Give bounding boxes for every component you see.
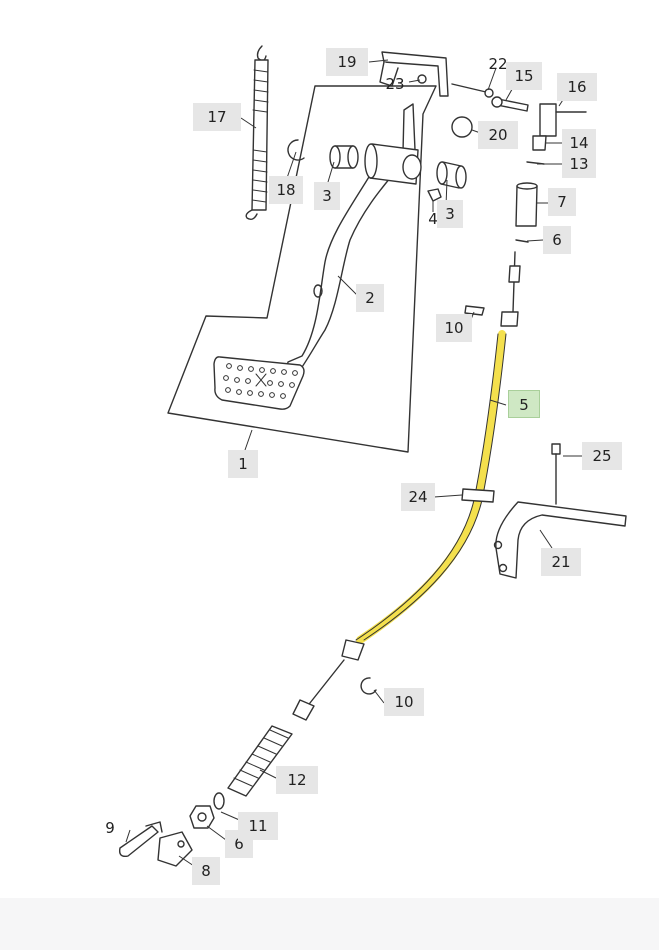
pedal-arm-hole bbox=[313, 284, 323, 298]
callout-14: 14 bbox=[562, 129, 596, 157]
clevis-16 bbox=[539, 103, 557, 137]
spring-17-hook-top bbox=[256, 45, 267, 62]
sleeve-7 bbox=[515, 185, 538, 227]
callout-8: 8 bbox=[192, 857, 220, 885]
callout-4: 4 bbox=[428, 210, 438, 228]
callout-6-upper: 6 bbox=[543, 226, 571, 254]
callout-12: 12 bbox=[276, 766, 318, 794]
callout-5: 5 bbox=[508, 390, 540, 418]
callout-3-left: 3 bbox=[314, 182, 340, 210]
callout-16: 16 bbox=[557, 73, 597, 101]
callout-3-right: 3 bbox=[437, 200, 463, 228]
assembly-outline bbox=[167, 85, 437, 453]
bracket-21 bbox=[495, 501, 627, 579]
callout-18: 18 bbox=[269, 176, 303, 204]
callout-19: 19 bbox=[326, 48, 368, 76]
callout-25: 25 bbox=[582, 442, 622, 470]
callout-22: 22 bbox=[488, 55, 508, 73]
grommet-24 bbox=[461, 488, 495, 503]
callout-17: 17 bbox=[193, 103, 241, 131]
nut-4 bbox=[427, 188, 442, 202]
cable-lower-fitting bbox=[341, 639, 365, 661]
spring-17 bbox=[251, 59, 269, 211]
callout-1: 1 bbox=[228, 450, 258, 478]
callout-11: 11 bbox=[238, 812, 278, 840]
pivot-tube-bore bbox=[402, 154, 422, 180]
pedal-pad-holes bbox=[223, 363, 298, 399]
washer-11 bbox=[213, 792, 225, 810]
callout-15: 15 bbox=[506, 62, 542, 90]
nut-23 bbox=[417, 74, 427, 84]
clevis-8 bbox=[157, 831, 193, 867]
cable-lower-rod bbox=[305, 659, 345, 709]
rod-end-14 bbox=[532, 135, 547, 151]
nut-20 bbox=[451, 116, 473, 138]
clip-18 bbox=[287, 139, 305, 161]
pedal-upper-arm bbox=[402, 103, 416, 153]
spring-17-hook-bottom bbox=[245, 209, 258, 221]
spring-12-coils bbox=[233, 729, 289, 787]
screw-22 bbox=[451, 83, 487, 93]
footer-band bbox=[0, 898, 659, 950]
callout-23: 23 bbox=[385, 75, 405, 93]
callout-10-upper: 10 bbox=[436, 314, 472, 342]
clip-10-upper bbox=[464, 305, 485, 316]
callout-20: 20 bbox=[478, 121, 518, 149]
bolt-25 bbox=[551, 443, 561, 455]
callout-2: 2 bbox=[356, 284, 384, 312]
callout-24: 24 bbox=[401, 483, 435, 511]
callout-10-lower: 10 bbox=[384, 688, 424, 716]
spring-17-coils bbox=[251, 69, 269, 203]
leader-lines bbox=[125, 59, 584, 867]
callout-7: 7 bbox=[548, 188, 576, 216]
nut-6-lower bbox=[189, 805, 215, 829]
pin-9 bbox=[118, 825, 159, 858]
callout-9: 9 bbox=[105, 819, 115, 837]
clip-10-lower bbox=[360, 677, 377, 695]
callout-21: 21 bbox=[541, 548, 581, 576]
washer-6-upper bbox=[515, 239, 529, 243]
cable-upper-fitting bbox=[508, 265, 521, 283]
